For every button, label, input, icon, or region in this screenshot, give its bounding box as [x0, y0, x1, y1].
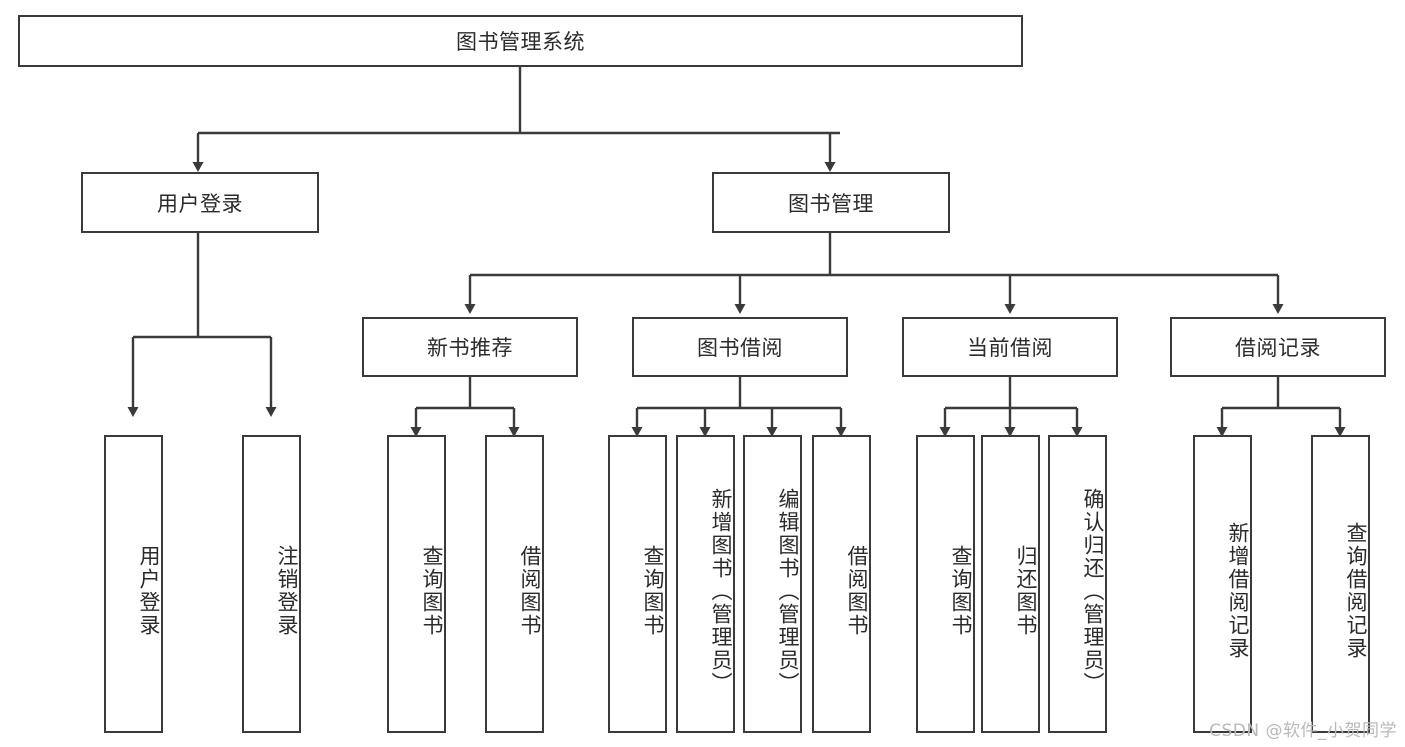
node-new-book-recommend-label: 新书推荐 — [427, 336, 513, 360]
node-leaf-query-book-current-label: 查询图书 — [949, 545, 973, 637]
node-book-management-label: 图书管理 — [788, 191, 874, 216]
node-user-login[interactable]: 用户登录 — [81, 172, 319, 233]
node-leaf-return-book-label: 归还图书 — [1014, 545, 1038, 637]
node-book-borrow-label: 图书借阅 — [697, 336, 783, 360]
node-leaf-borrow-book-recommend-label: 借阅图书 — [518, 545, 542, 637]
node-leaf-return-book[interactable]: 归还图书 — [981, 435, 1040, 733]
node-leaf-query-borrow-record[interactable]: 查询借阅记录 — [1311, 435, 1370, 733]
node-root[interactable]: 图书管理系统 — [18, 15, 1023, 67]
node-book-borrow[interactable]: 图书借阅 — [632, 317, 848, 377]
node-leaf-query-book-recommend[interactable]: 查询图书 — [387, 435, 446, 733]
node-leaf-user-logout[interactable]: 注销登录 — [242, 435, 301, 733]
node-current-borrow[interactable]: 当前借阅 — [902, 317, 1118, 377]
node-leaf-query-book-borrow-label: 查询图书 — [641, 545, 665, 637]
node-book-management[interactable]: 图书管理 — [712, 172, 950, 233]
node-leaf-add-book-admin[interactable]: 新增图书（管理员） — [676, 435, 735, 733]
node-borrow-record[interactable]: 借阅记录 — [1170, 317, 1386, 377]
node-leaf-query-borrow-record-label: 查询借阅记录 — [1344, 522, 1368, 660]
node-leaf-confirm-return-admin-label: 确认归还（管理员） — [1081, 487, 1105, 695]
node-leaf-user-logout-label: 注销登录 — [275, 545, 299, 637]
node-borrow-record-label: 借阅记录 — [1235, 336, 1321, 360]
node-leaf-query-book-current[interactable]: 查询图书 — [916, 435, 975, 733]
node-leaf-user-login-label: 用户登录 — [137, 545, 161, 637]
node-leaf-borrow-book-recommend[interactable]: 借阅图书 — [485, 435, 544, 733]
node-leaf-query-book-recommend-label: 查询图书 — [420, 545, 444, 637]
node-leaf-add-borrow-record-label: 新增借阅记录 — [1226, 522, 1250, 660]
node-leaf-add-book-admin-label: 新增图书（管理员） — [709, 487, 733, 695]
node-leaf-edit-book-admin-label: 编辑图书（管理员） — [776, 487, 800, 695]
node-leaf-edit-book-admin[interactable]: 编辑图书（管理员） — [743, 435, 802, 733]
node-leaf-query-book-borrow[interactable]: 查询图书 — [608, 435, 667, 733]
node-root-label: 图书管理系统 — [456, 30, 585, 54]
csdn-watermark: CSDN @软件_小贺同学 — [1209, 721, 1397, 741]
node-current-borrow-label: 当前借阅 — [967, 336, 1053, 360]
node-leaf-user-login[interactable]: 用户登录 — [104, 435, 163, 733]
node-leaf-borrow-book[interactable]: 借阅图书 — [812, 435, 871, 733]
node-new-book-recommend[interactable]: 新书推荐 — [362, 317, 578, 377]
node-leaf-add-borrow-record[interactable]: 新增借阅记录 — [1193, 435, 1252, 733]
node-user-login-label: 用户登录 — [157, 191, 243, 216]
node-leaf-confirm-return-admin[interactable]: 确认归还（管理员） — [1048, 435, 1107, 733]
node-leaf-borrow-book-label: 借阅图书 — [845, 545, 869, 637]
